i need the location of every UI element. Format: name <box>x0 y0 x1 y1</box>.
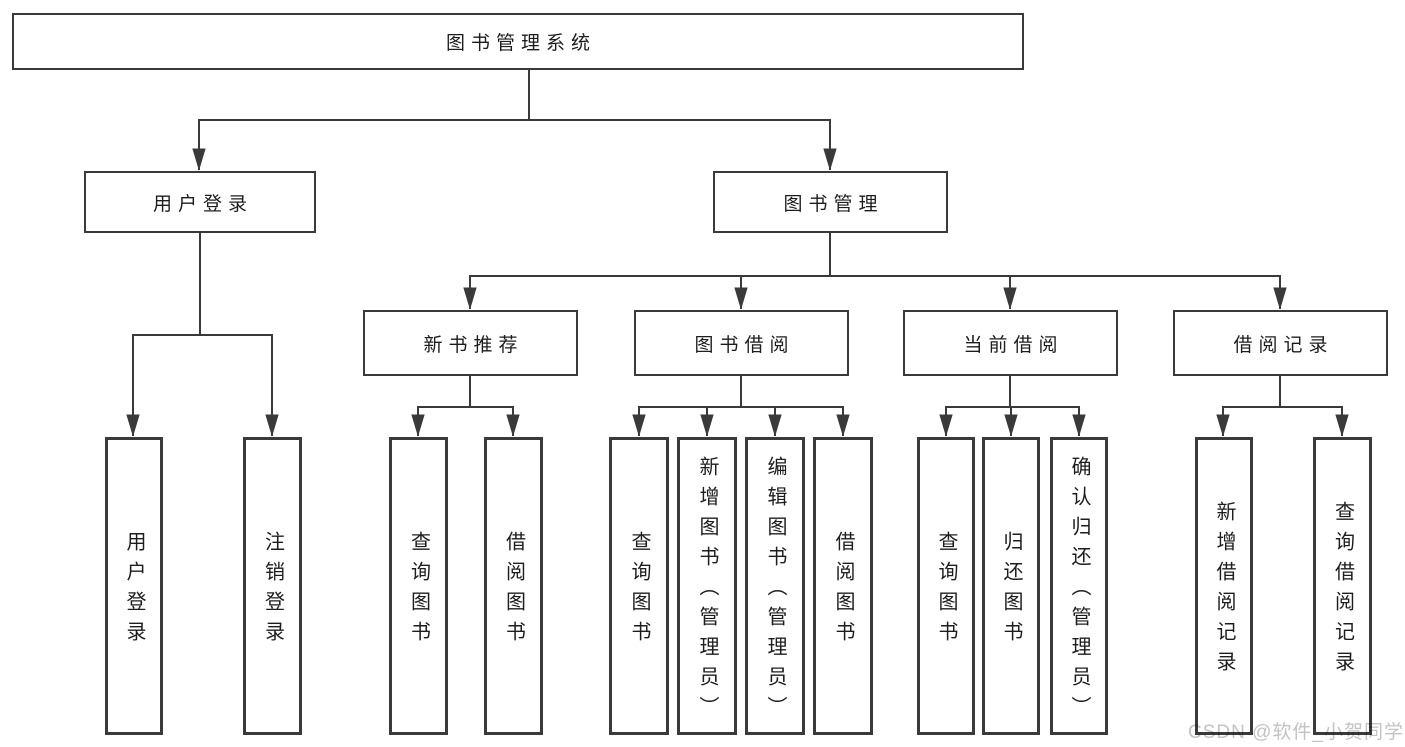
node-borrow-book-label: 借阅图书 <box>832 531 854 651</box>
csdn-watermark: CSDN @软件_小贺同学 <box>1188 722 1404 743</box>
node-current-query-books-label: 查询图书 <box>935 531 957 651</box>
node-newbooks-borrow-book: 借阅图书 <box>484 437 543 735</box>
node-root: 图书管理系统 <box>12 13 1024 70</box>
node-edit-book-admin: 编辑图书（管理员） <box>745 437 805 735</box>
node-newbooks-query-books-label: 查询图书 <box>407 531 430 651</box>
node-borrow-query-books: 查询图书 <box>609 437 669 735</box>
connector-book-mgmt-to-level3 <box>470 232 1280 309</box>
node-add-borrow-record: 新增借阅记录 <box>1195 437 1253 735</box>
node-newbooks-query-books: 查询图书 <box>389 437 448 735</box>
node-borrow-records-label: 借阅记录 <box>1233 334 1334 356</box>
node-user-login-label: 用户登录 <box>152 193 253 215</box>
connector-user-login-children <box>133 232 272 436</box>
node-query-borrow-record: 查询借阅记录 <box>1313 437 1372 735</box>
node-book-mgmt: 图书管理 <box>713 171 948 233</box>
node-new-books: 新书推荐 <box>363 310 578 376</box>
node-return-book-label: 归还图书 <box>1000 531 1022 651</box>
node-borrow-query-books-label: 查询图书 <box>628 531 650 651</box>
node-query-borrow-record-label: 查询借阅记录 <box>1331 501 1354 681</box>
node-logout: 注销登录 <box>243 437 302 735</box>
connector-root-to-level2 <box>199 69 830 170</box>
node-return-book: 归还图书 <box>982 437 1040 735</box>
node-add-book-admin-label: 新增图书（管理员） <box>696 456 718 726</box>
node-user-login-leaf: 用户登录 <box>105 437 163 735</box>
node-user-login-leaf-label: 用户登录 <box>123 531 145 651</box>
node-borrow-records: 借阅记录 <box>1173 310 1388 376</box>
node-add-book-admin: 新增图书（管理员） <box>677 437 737 735</box>
connector-current-borrow-children <box>946 375 1079 436</box>
node-root-label: 图书管理系统 <box>445 33 596 54</box>
node-add-borrow-record-label: 新增借阅记录 <box>1213 501 1235 681</box>
connector-book-borrow-children <box>639 375 843 436</box>
node-logout-label: 注销登录 <box>261 531 284 651</box>
node-book-borrow-label: 图书借阅 <box>694 334 795 356</box>
node-book-borrow: 图书借阅 <box>634 310 849 376</box>
node-confirm-return-admin-label: 确认归还（管理员） <box>1068 456 1090 726</box>
node-borrow-book: 借阅图书 <box>813 437 873 735</box>
node-book-mgmt-label: 图书管理 <box>783 193 884 215</box>
node-edit-book-admin-label: 编辑图书（管理员） <box>764 456 786 726</box>
node-user-login: 用户登录 <box>84 171 316 233</box>
connector-new-books-children <box>418 375 513 436</box>
node-current-borrow-label: 当前借阅 <box>963 334 1064 356</box>
node-current-borrow: 当前借阅 <box>903 310 1118 376</box>
node-new-books-label: 新书推荐 <box>423 334 524 356</box>
node-current-query-books: 查询图书 <box>917 437 975 735</box>
node-newbooks-borrow-book-label: 借阅图书 <box>502 531 525 651</box>
node-confirm-return-admin: 确认归还（管理员） <box>1050 437 1108 735</box>
connector-borrow-records-children <box>1223 375 1342 436</box>
